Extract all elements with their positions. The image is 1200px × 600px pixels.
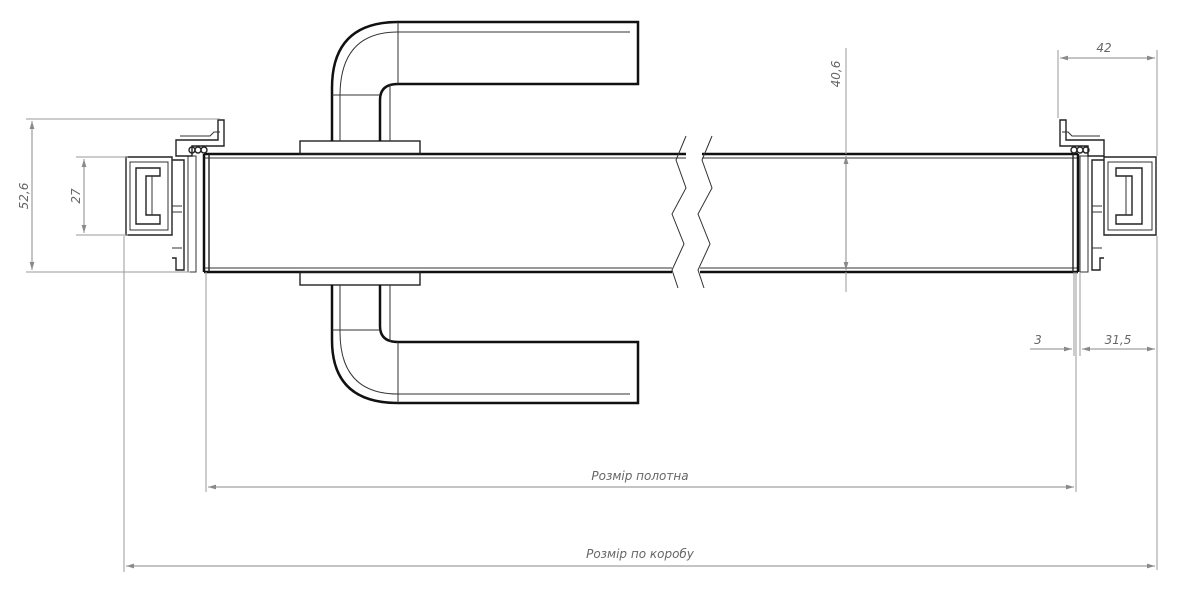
dimension-text-31-5: 31,5 [1105,333,1132,347]
handle-lever-top [330,20,640,141]
dimension-text-3: 3 [1034,333,1042,347]
dimension-gap-and-frame-width: 3 31,5 [1030,236,1158,570]
dimension-left-frame-height: 52,6 [17,118,220,273]
dimension-frame-size: Розмір по коробу [123,236,1155,572]
label-leaf-size: Розмір полотна [591,469,688,483]
dimension-text-27: 27 [69,188,83,204]
label-frame-size: Розмір по коробу [586,547,695,561]
dimension-door-thickness: 40,6 [829,48,849,292]
dimension-text-40-6: 40,6 [829,60,843,87]
door-leaf [202,152,1080,274]
dimension-left-profile-height: 27 [69,156,128,236]
dimension-text-42: 42 [1096,41,1111,55]
handle-rosette-bottom [299,271,421,286]
dimension-text-52-6: 52,6 [17,182,31,209]
dimension-leaf-size: Розмір полотна [205,272,1077,492]
handle-lever-bottom [330,285,640,405]
break-line [671,135,713,289]
dimension-right-frame-depth: 42 [1057,41,1158,156]
left-frame-profile [125,119,225,273]
handle-rosette-top [299,140,421,155]
right-frame-profile [1059,119,1157,273]
